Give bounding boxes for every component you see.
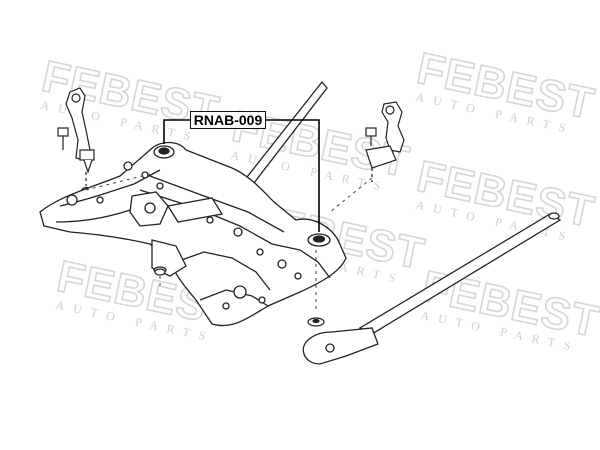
watermark-mid-right: FEBEST AUTO PARTS xyxy=(412,151,599,245)
subframe-bushing-front-left xyxy=(153,145,175,159)
front-subframe xyxy=(39,141,347,327)
watermark-top-right: FEBEST AUTO PARTS xyxy=(412,43,599,137)
left-strut-mount xyxy=(57,87,95,194)
assembly-dashed-guides xyxy=(85,173,373,312)
callout-leader-lines xyxy=(163,119,320,232)
loose-washers xyxy=(154,268,325,327)
watermark-bottom-right: FEBEST AUTO PARTS xyxy=(417,261,600,355)
part-number-callout: RNAB-009 xyxy=(190,111,266,129)
lower-tie-bar xyxy=(302,212,562,365)
subframe-bushing-rear-right xyxy=(307,233,331,247)
right-strut-mount xyxy=(365,101,405,182)
